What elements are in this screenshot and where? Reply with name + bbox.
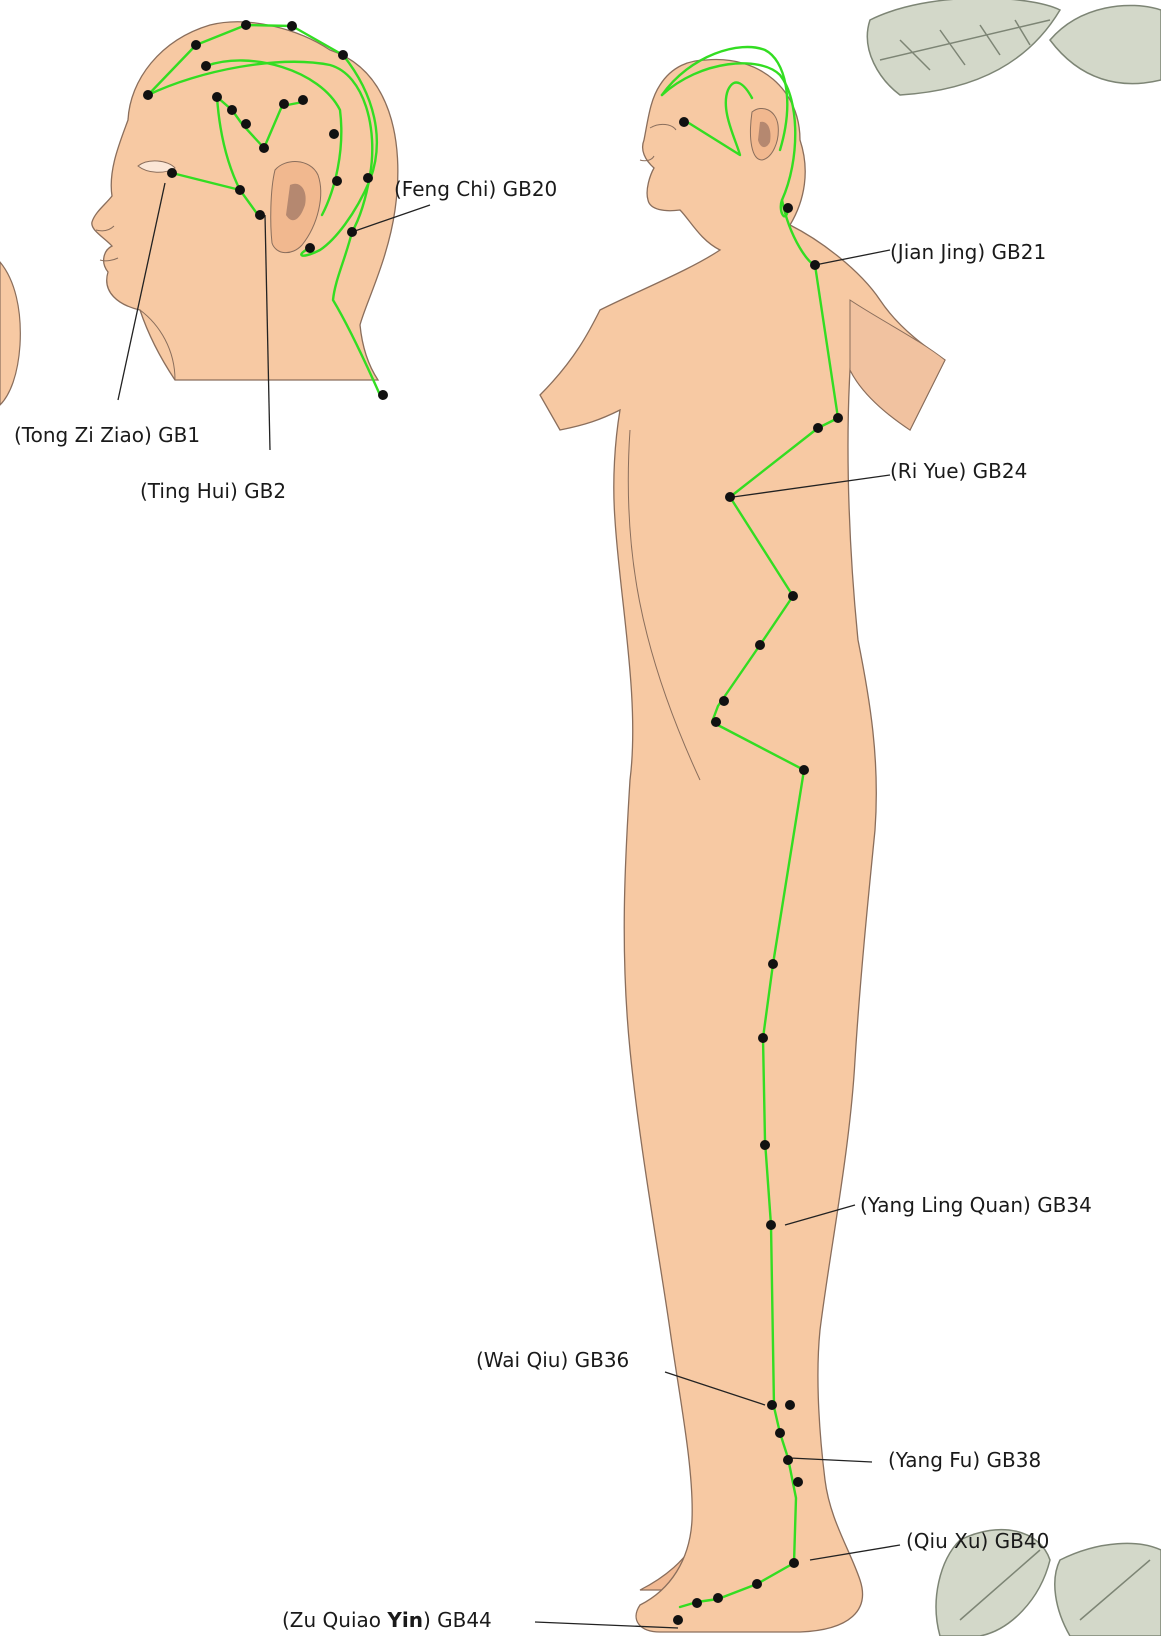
label-gb24: (Ri Yue) GB24	[890, 459, 1027, 483]
label-gb38: (Yang Fu) GB38	[888, 1448, 1041, 1472]
label-gb44: (Zu Quiao Yin) GB44	[282, 1608, 492, 1632]
label-gb44-suffix: ) GB44	[423, 1608, 492, 1632]
label-gb1: (Tong Zi Ziao) GB1	[14, 423, 200, 447]
label-gb20: (Feng Chi) GB20	[394, 177, 557, 201]
label-gb40: (Qiu Xu) GB40	[906, 1529, 1049, 1553]
label-gb44-bold: Yin	[387, 1608, 423, 1632]
label-gb21: (Jian Jing) GB21	[890, 240, 1046, 264]
label-gb44-prefix: (Zu Quiao	[282, 1608, 387, 1632]
label-gb2: (Ting Hui) GB2	[140, 479, 286, 503]
label-gb36: (Wai Qiu) GB36	[476, 1348, 629, 1372]
label-gb34: (Yang Ling Quan) GB34	[860, 1193, 1092, 1217]
